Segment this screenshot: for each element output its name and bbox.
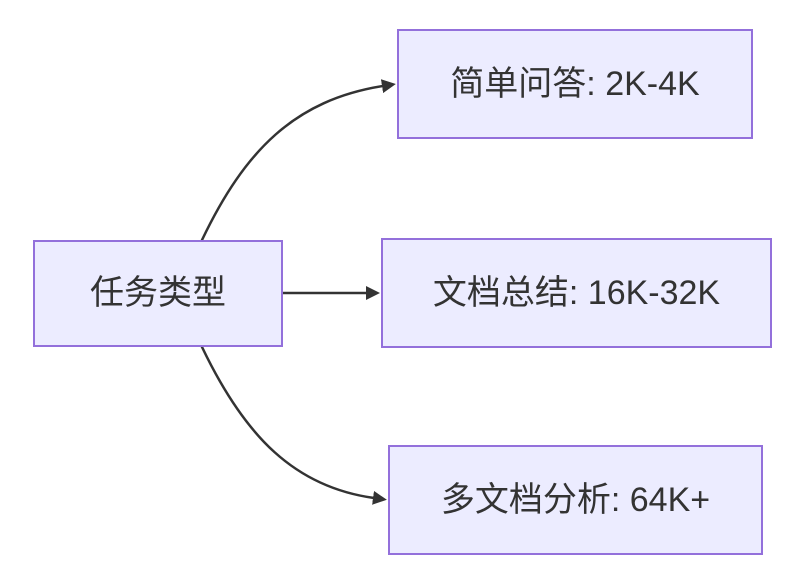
- arrow-task-to-multi-doc: [200, 345, 387, 505]
- node-doc-summary-label: 文档总结: 16K-32K: [432, 273, 721, 312]
- arrow-task-to-simple-qa: [200, 79, 396, 242]
- node-simple-qa-label: 简单问答: 2K-4K: [450, 64, 700, 103]
- node-task-type: 任务类型: [33, 240, 283, 347]
- node-multi-doc-analysis-label: 多文档分析: 64K+: [440, 480, 711, 519]
- node-multi-doc-analysis: 多文档分析: 64K+: [388, 445, 763, 555]
- node-doc-summary: 文档总结: 16K-32K: [381, 238, 772, 348]
- node-task-type-label: 任务类型: [90, 274, 226, 313]
- node-simple-qa: 简单问答: 2K-4K: [397, 29, 753, 139]
